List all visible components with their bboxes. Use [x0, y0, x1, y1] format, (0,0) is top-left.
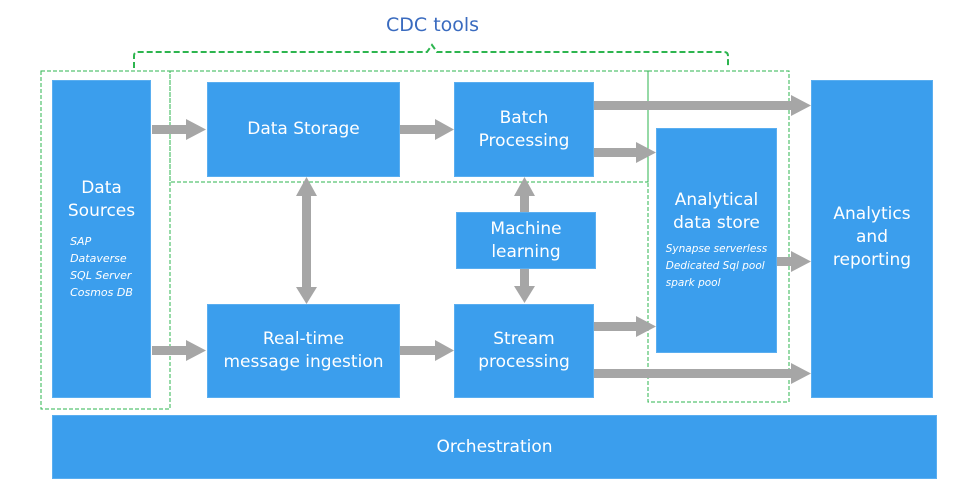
- arrow-storage-to-batch: [400, 119, 454, 140]
- arrow-stream-to-analytics: [594, 363, 811, 384]
- arrow-batch-to-analytical: [594, 142, 656, 163]
- cdc-region-analytical: [647, 70, 790, 403]
- cdc-bracket: [133, 43, 729, 68]
- analytical-data-store-list: Synapse serverless Dedicated Sql pool sp…: [665, 243, 768, 289]
- data-sources-list: SAP Dataverse SQL Server Cosmos DB: [70, 235, 133, 299]
- data-storage-box[interactable]: Data Storage: [207, 82, 400, 177]
- cdc-region-sources: [40, 70, 171, 410]
- arrow-stream-to-analytical: [594, 316, 656, 337]
- arrow-analytical-to-analytics: [776, 251, 811, 272]
- arrow-realtime-to-stream: [400, 340, 454, 361]
- arrow-storage-realtime: [296, 177, 317, 304]
- orchestration-box[interactable]: Orchestration: [52, 415, 937, 479]
- arrow-sources-to-realtime: [152, 340, 206, 361]
- cdc-tools-label: CDC tools: [386, 14, 480, 36]
- data-storage-title: Data Storage: [247, 119, 360, 139]
- orchestration-title: Orchestration: [436, 436, 553, 457]
- arrow-batch-to-analytics: [594, 95, 811, 116]
- arrow-ml-to-stream: [514, 268, 535, 303]
- arrow-sources-to-storage: [152, 119, 206, 140]
- arrow-ml-to-batch: [514, 177, 535, 213]
